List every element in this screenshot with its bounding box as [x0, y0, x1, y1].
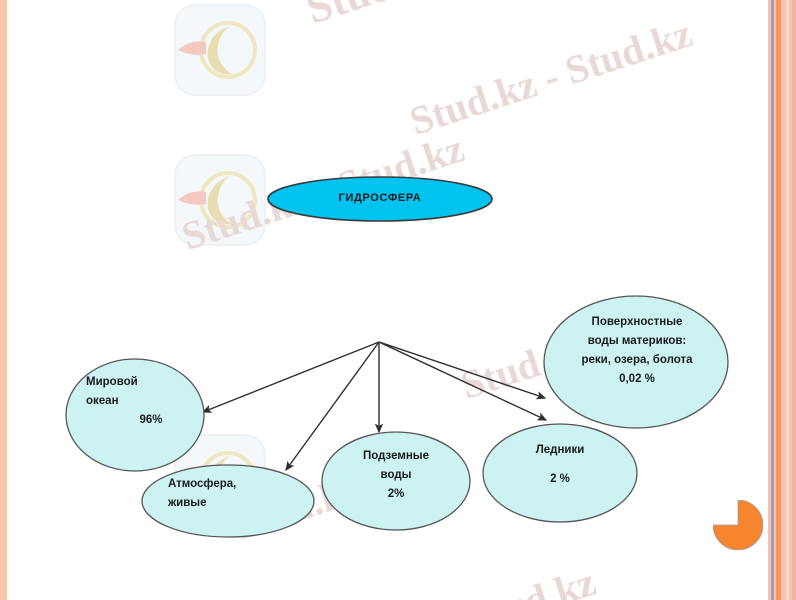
arrow-to-glaciers	[378, 341, 548, 421]
right-edge-white-stripe	[764, 0, 768, 600]
right-edge-orange-stripe	[776, 0, 781, 600]
node-ground-water[interactable]	[321, 431, 471, 531]
right-edge-grey-stripe	[771, 0, 774, 600]
orange-pacman-accent	[713, 500, 763, 550]
connector-arrows	[201, 341, 548, 472]
right-edge-outer-stripe	[792, 0, 796, 600]
right-edge-pale-stripe	[786, 0, 789, 600]
arrow-to-surface-waters	[378, 341, 547, 400]
node-surface-waters[interactable]	[543, 295, 729, 429]
node-hydrosphere[interactable]	[267, 176, 493, 222]
arrow-to-world-ocean	[201, 341, 380, 413]
arrow-to-atmosphere	[285, 341, 380, 472]
node-glaciers[interactable]	[482, 423, 638, 523]
node-world-ocean[interactable]	[65, 358, 205, 472]
node-atmosphere-living[interactable]	[141, 464, 315, 538]
left-edge-stripe	[0, 0, 7, 600]
